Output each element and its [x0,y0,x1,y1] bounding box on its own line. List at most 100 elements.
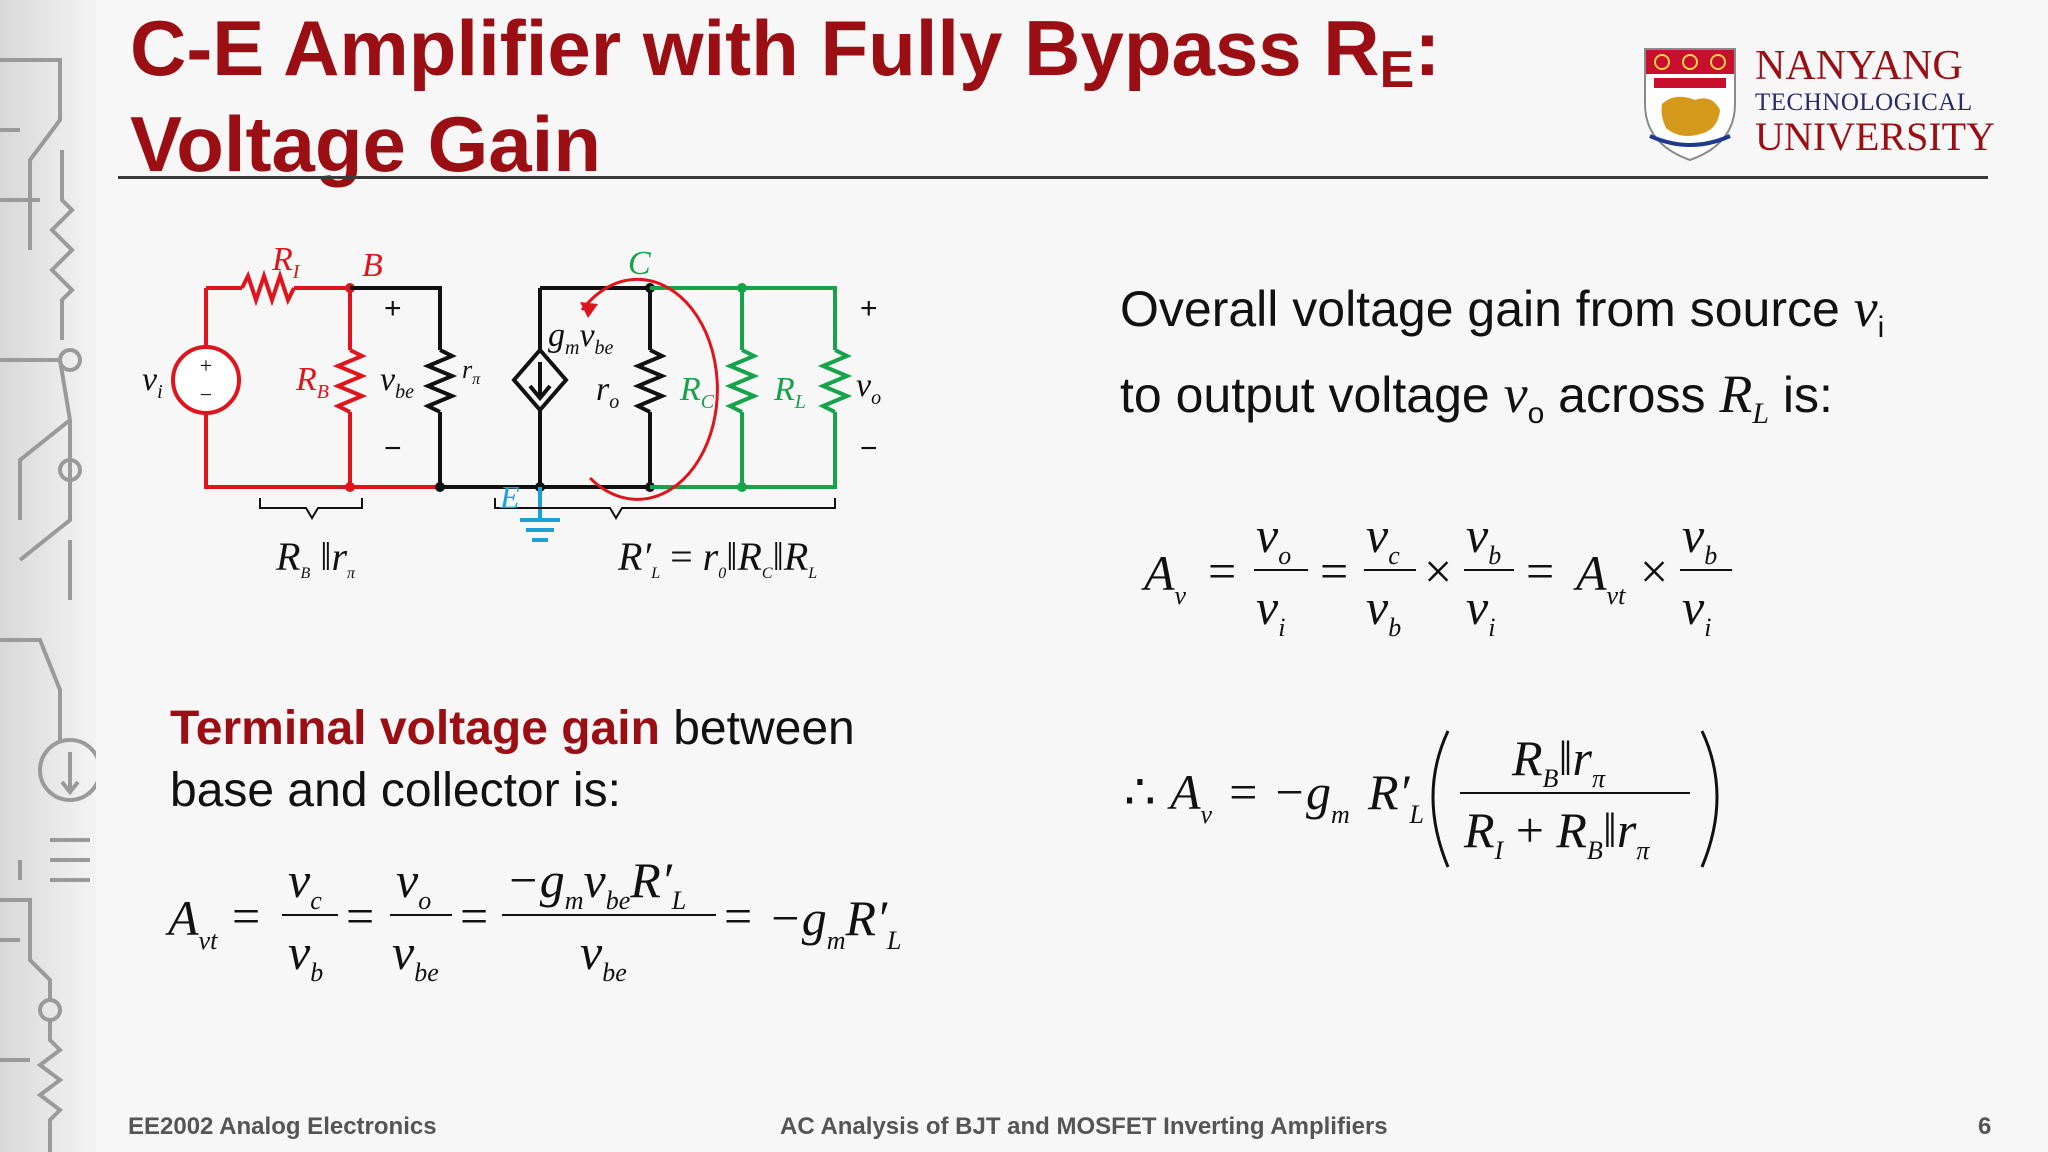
svg-text:vb: vb [1682,507,1717,570]
university-logo: NANYANG TECHNOLOGICAL UNIVERSITY [1640,44,1995,162]
vbe-minus: − [384,432,402,465]
desc-var-vi: v [1853,278,1878,338]
vo-plus: + [860,292,878,325]
svg-text:=: = [1526,543,1554,599]
title-subscript: E [1379,41,1415,99]
svg-text:vbe: vbe [380,361,414,403]
svg-text:×: × [1640,543,1668,599]
input-network [204,269,440,489]
svg-text:vbe: vbe [580,924,627,987]
svg-text:RI: RI [271,241,301,283]
title-divider [118,176,1988,179]
label-RL: R [773,371,795,408]
title-colon: : [1414,4,1441,92]
source-plus: + [200,353,212,378]
equation-overall-gain-result: ∴ Av = −gm R′L RB‖rπ RI + RB‖rπ [1124,730,1719,868]
current-loop-arrow [580,277,719,501]
title-line2: Voltage Gain [130,100,601,188]
label-C: C [628,245,651,282]
svg-text:vbe: vbe [392,924,439,987]
output-network [650,286,853,489]
svg-text:∴: ∴ [1124,764,1156,820]
small-signal-circuit-diagram: + − [142,241,881,582]
svg-text:−gmvbeR′L: −gmvbeR′L [506,852,686,915]
footer-page-number: 6 [1978,1113,1992,1140]
svg-text:vi: vi [142,361,163,403]
vo-minus: − [860,432,878,465]
terminal-gain-description: Terminal voltage gain between base and c… [170,698,970,822]
slide-title: C-E Amplifier with Fully Bypass RE: Volt… [130,0,1630,192]
label-gm-vbe: g [548,317,565,354]
brace-label-left: RB ‖rπ [275,534,356,582]
label-vo: v [856,367,872,404]
polarity-marks: + − + − [384,292,878,465]
svg-text:vb: vb [1466,507,1501,570]
desc-var-RL: R [1719,364,1753,424]
svg-text:−gmR′L: −gmR′L [768,890,901,955]
terminal-gain-highlight: Terminal voltage gain [170,702,660,755]
label-rpi: r [462,355,473,384]
svg-text:vc: vc [1366,507,1400,570]
svg-text:vi: vi [1256,579,1285,642]
ground-icon [520,487,560,542]
svg-text:vo: vo [856,367,881,409]
svg-text:=: = [1208,543,1236,599]
desc-line1: Overall voltage gain from source [1120,281,1854,337]
svg-text:vi: vi [1466,579,1495,642]
voltage-source-vi [171,345,241,415]
desc-var-vo: v [1503,364,1528,424]
equation-overall-gain: Av = vo vi = vc vb × vb vi = Avt × vb vi [1141,507,1732,642]
svg-text:vi: vi [1682,579,1711,642]
terminal-gain-line2: base and collector is: [170,764,621,817]
svg-text:RB: RB [295,361,329,403]
brace-label-right: R′L = r0‖RC‖RL [617,534,817,582]
label-E: E [499,479,520,515]
vbe-plus: + [384,292,402,325]
overall-gain-description: Overall voltage gain from source vi to o… [1120,278,1885,430]
svg-text:RI + RB‖rπ: RI + RB‖rπ [1463,802,1650,865]
svg-text:=: = [232,888,260,944]
logo-line2: TECHNOLOGICAL [1755,89,1973,116]
label-ro: r [596,371,610,408]
svg-text:Av: Av [1167,764,1213,829]
crest-icon [1644,48,1736,162]
source-minus: − [200,382,212,407]
svg-text:ro: ro [596,371,619,413]
label-B: B [362,247,383,284]
svg-text:vb: vb [288,924,323,987]
svg-text:vb: vb [1366,579,1401,642]
label-RC: R [679,371,701,408]
svg-text:R′L: R′L [1367,764,1424,829]
svg-text:Avt: Avt [1573,545,1626,610]
transistor-model [350,286,668,489]
svg-text:×: × [1424,543,1452,599]
svg-text:RL: RL [773,371,806,413]
logo-line1: NANYANG [1755,43,1963,89]
logo-wordmark: NANYANG TECHNOLOGICAL UNIVERSITY [1755,43,1995,159]
equation-terminal-gain: Avt = vc vb = vo vbe = −gmvbeR′L vbe = −… [165,852,901,987]
svg-text:=: = [1320,543,1348,599]
brace-lines [259,498,836,520]
svg-text:vo: vo [1256,507,1291,570]
label-vbe: v [380,361,396,398]
svg-text:gmvbe: gmvbe [548,317,614,359]
svg-text:= −gm: = −gm [1226,764,1350,829]
label-vi: v [142,361,158,398]
svg-text:vc: vc [288,852,322,915]
label-RI: R [271,241,293,278]
svg-text:Avt: Avt [165,890,218,955]
slide-background [96,0,2048,1152]
svg-text:=: = [346,888,374,944]
svg-text:=: = [460,888,488,944]
svg-text:Av: Av [1141,545,1187,610]
title-line1: C-E Amplifier with Fully Bypass R [130,4,1380,92]
desc-line2a: to output voltage [1120,367,1504,423]
label-RB: R [295,361,317,398]
decorative-circuit-strip [0,0,96,1152]
svg-text:vo: vo [396,852,431,915]
footer-course: EE2002 Analog Electronics [128,1113,437,1140]
svg-text:RB‖rπ: RB‖rπ [1511,730,1606,793]
logo-line3: UNIVERSITY [1755,114,1995,159]
svg-text:=: = [724,888,752,944]
